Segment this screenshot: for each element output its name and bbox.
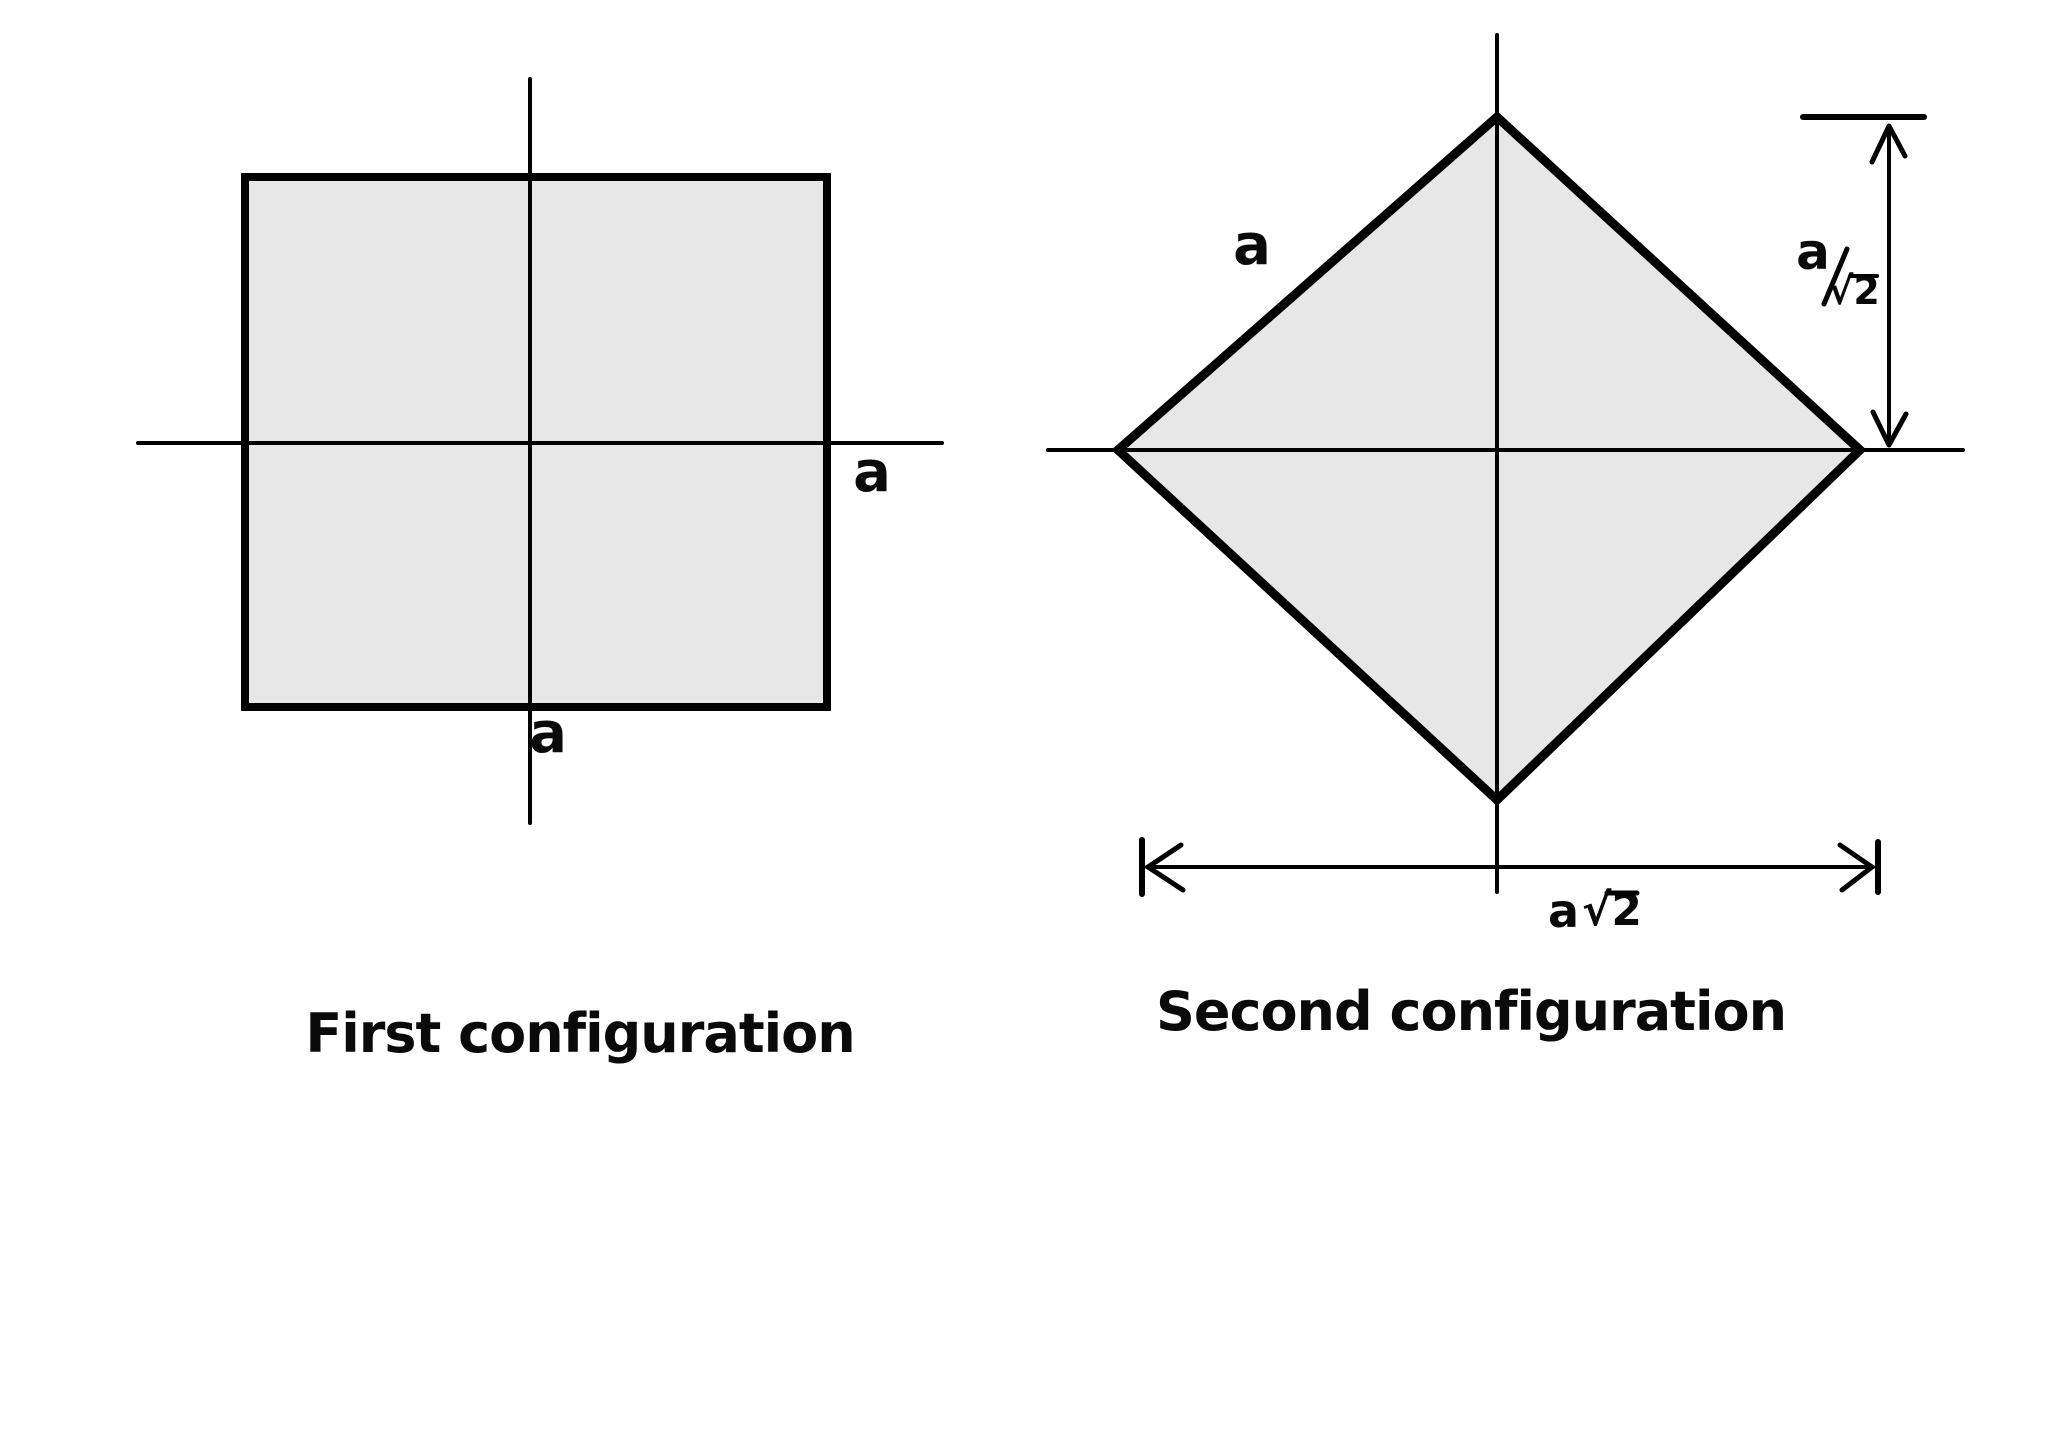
- arrowhead-left-icon: [1145, 842, 1186, 893]
- arrowhead-down-icon: [1870, 409, 1909, 448]
- square-height-label: a: [529, 701, 567, 766]
- half-diagonal-numerator: a: [1796, 223, 1830, 281]
- diagonal-coefficient: a: [1548, 884, 1579, 938]
- diamond-side-label: a: [1233, 213, 1271, 278]
- diamond-shape: [1111, 110, 1867, 807]
- half-diagonal-dimension: a √2: [1796, 114, 1927, 448]
- first-configuration-caption: First configuration: [305, 1002, 854, 1065]
- second-configuration-figure: a a √2 a √2: [1046, 33, 1965, 1043]
- diagonal-dimension: a √2: [1139, 837, 1881, 938]
- arrowhead-right-icon: [1837, 842, 1875, 893]
- square-width-label: a: [853, 440, 891, 505]
- fraction-slash: [1821, 246, 1850, 307]
- second-configuration-caption: Second configuration: [1156, 980, 1786, 1043]
- arrowhead-up-icon: [1869, 123, 1908, 165]
- first-configuration-figure: a a First configuration: [136, 77, 944, 1065]
